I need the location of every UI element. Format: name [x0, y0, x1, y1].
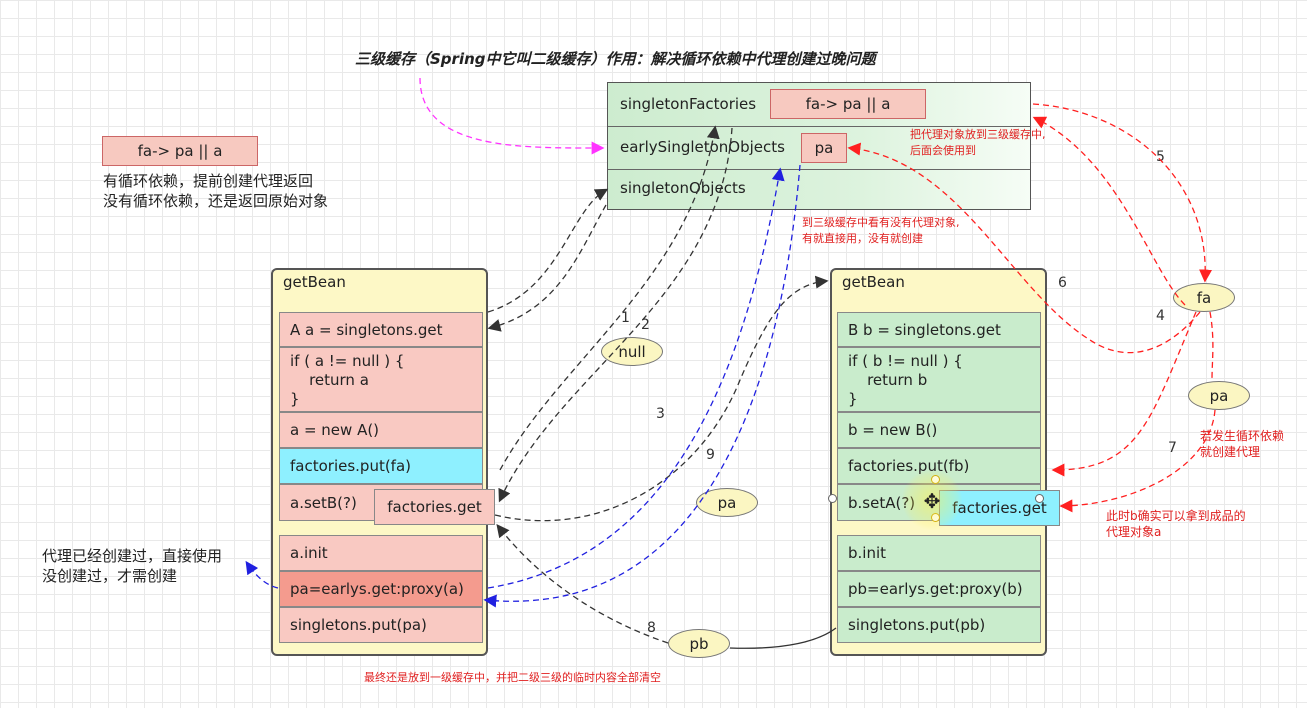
arrow-red: [1209, 311, 1214, 381]
note-check-1: 到三级缓存中看有没有代理对象,: [802, 216, 960, 229]
step-number-1: 1: [621, 310, 630, 326]
step-number-5: 5: [1156, 149, 1165, 165]
cache-row-label: earlySingletonObjects: [620, 138, 785, 156]
legend-line-2: 没有循环依赖，还是返回原始对象: [103, 192, 329, 210]
note-cycle-2: 就创建代理: [1200, 445, 1261, 459]
arrow-black: [494, 275, 829, 522]
left-cell-singletons-put: singletons.put(pa): [279, 607, 483, 643]
step-number-8: 8: [647, 620, 656, 636]
arrow-red: [847, 142, 1201, 354]
right-cell-factories-put: factories.put(fb): [837, 448, 1041, 484]
move-cursor-icon: ✥: [923, 489, 941, 513]
left-cell-new: a = new A(): [279, 412, 483, 448]
legend-line-1: 有循环依赖，提前创建代理返回: [103, 172, 314, 190]
arrow-blue: [245, 560, 279, 589]
panel-title: getBean: [842, 273, 905, 291]
ellipse-null: null: [601, 337, 663, 366]
arrow-black: [496, 523, 669, 644]
cache-row-label: singletonObjects: [620, 179, 746, 197]
note-put-proxy-1: 把代理对象放到三级缓存中,: [910, 128, 1046, 141]
right-cell-singletons-put: singletons.put(pb): [837, 607, 1041, 643]
arrow-red: [1051, 311, 1197, 477]
ellipse-fa: fa: [1173, 283, 1235, 312]
right-cell-proxy: pb=earlys.get:proxy(b): [837, 571, 1041, 607]
arrow-black: [487, 204, 607, 332]
cache-row-singleton-factories: singletonFactories fa-> pa || a: [608, 83, 1030, 127]
step-number-7: 7: [1168, 440, 1177, 456]
step-number-2: 2: [641, 317, 650, 333]
note-left-2: 没创建过，才需创建: [42, 567, 178, 585]
step-number-9: 9: [706, 447, 715, 463]
cursor-highlight: [902, 470, 962, 530]
connection-handle[interactable]: [828, 494, 837, 503]
note-final-1: 此时b确实可以拿到成品的: [1106, 509, 1246, 523]
note-cycle-1: 若发生循环依赖: [1200, 429, 1285, 443]
cache-table: singletonFactories fa-> pa || a earlySin…: [607, 82, 1031, 210]
left-cell-init: a.init: [279, 535, 483, 571]
left-cell-proxy: pa=earlys.get:proxy(a): [279, 571, 483, 607]
note-final-2: 代理对象a: [1106, 525, 1162, 539]
right-cell-new: b = new B(): [837, 412, 1041, 448]
left-factories-get-popup: factories.get: [374, 489, 495, 525]
arrow-red: [1032, 103, 1213, 283]
arrow-blue: [483, 164, 801, 608]
factories-value-box: fa-> pa || a: [770, 89, 926, 119]
diagram-title: 三级缓存（Spring中它叫二级缓存）作用：解决循环依赖中代理创建过晚问题: [355, 50, 876, 68]
step-number-3: 3: [656, 406, 665, 422]
note-put-proxy-2: 后面会使用到: [910, 144, 976, 157]
arrow-black: [487, 188, 609, 313]
left-cell-factories-put: factories.put(fa): [279, 448, 483, 484]
arrow-blue: [487, 167, 785, 589]
early-value-box: pa: [801, 133, 847, 163]
note-check-2: 有就直接用，没有就创建: [802, 232, 923, 245]
cache-row-singleton-objects: singletonObjects: [608, 169, 1030, 209]
cache-row-early-singleton-objects: earlySingletonObjects pa: [608, 126, 1030, 170]
arrow-red: [1059, 409, 1216, 513]
right-cell-get: B b = singletons.get: [837, 312, 1041, 347]
arrow-red: [1032, 116, 1186, 306]
left-cell-if: if ( a != null ) { return a }: [279, 347, 483, 412]
step-number-6: 6: [1058, 275, 1067, 291]
arrow-black: [498, 127, 733, 503]
left-cell-get: A a = singletons.get: [279, 312, 483, 347]
step-number-4: 4: [1156, 308, 1165, 324]
arrow-magenta: [419, 77, 605, 155]
arrow-black: [729, 627, 837, 649]
legend-box: fa-> pa || a: [102, 136, 258, 166]
cache-row-label: singletonFactories: [620, 95, 757, 113]
arrow-black: [499, 125, 720, 471]
connection-handle[interactable]: [1035, 494, 1044, 503]
right-cell-init: b.init: [837, 535, 1041, 571]
panel-title: getBean: [283, 273, 346, 291]
right-cell-if: if ( b != null ) { return b }: [837, 347, 1041, 412]
note-left-1: 代理已经创建过，直接使用: [42, 547, 223, 565]
note-bottom: 最终还是放到一级缓存中，并把二级三级的临时内容全部清空: [364, 671, 661, 684]
ellipse-pb: pb: [668, 629, 730, 658]
ellipse-pa-right: pa: [1188, 381, 1250, 410]
